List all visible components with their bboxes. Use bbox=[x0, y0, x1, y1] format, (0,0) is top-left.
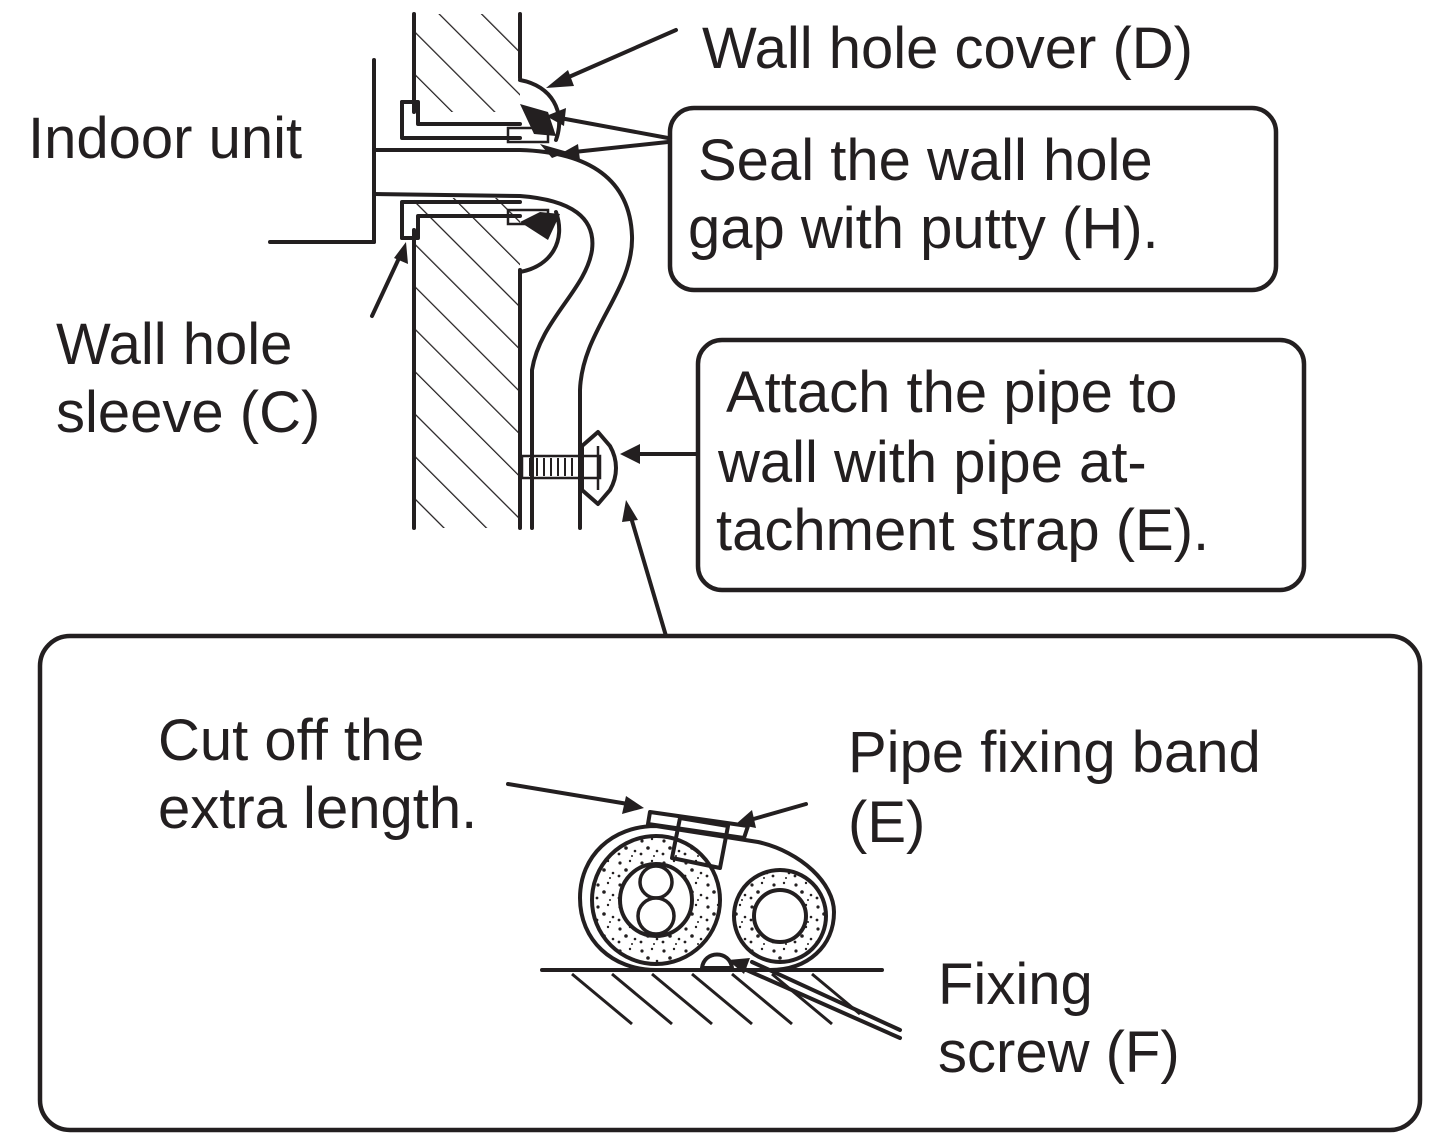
wall-section bbox=[268, 12, 635, 530]
detail-panel bbox=[37, 633, 1423, 1133]
label-cut-line2: extra length. bbox=[158, 776, 477, 841]
label-attach-line3: tachment strap (E). bbox=[716, 498, 1209, 563]
pipe-icon bbox=[372, 148, 635, 530]
label-screw-line2: screw (F) bbox=[938, 1020, 1180, 1085]
band-buckle bbox=[646, 810, 750, 870]
wall-hole-sleeve bbox=[400, 100, 522, 240]
label-seal-line1: Seal the wall hole bbox=[698, 128, 1153, 193]
label-seal-line2: gap with putty (H). bbox=[688, 196, 1159, 261]
detail-drawing bbox=[540, 810, 884, 1026]
pipe-fixing-band bbox=[578, 824, 836, 972]
strap-icon bbox=[520, 430, 618, 506]
fixing-screw-icon bbox=[700, 952, 734, 970]
label-sleeve-line1: Wall hole bbox=[56, 312, 292, 377]
label-wall-hole-cover: Wall hole cover (D) bbox=[702, 16, 1193, 81]
insulated-pipe-icon bbox=[590, 834, 722, 966]
label-attach-line1: Attach the pipe to bbox=[726, 360, 1177, 425]
label-band-line1: Pipe fixing band bbox=[848, 720, 1261, 785]
wall-hatch-icon bbox=[414, 14, 520, 528]
attach-callout-box bbox=[695, 337, 1307, 593]
leader-lines bbox=[370, 28, 700, 638]
label-band-line2: (E) bbox=[848, 790, 925, 855]
detail-leader-lines bbox=[506, 782, 902, 1040]
label-screw-line1: Fixing bbox=[938, 952, 1093, 1017]
label-cut-line1: Cut off the bbox=[158, 708, 425, 773]
seal-callout-box bbox=[667, 105, 1279, 293]
label-sleeve-line2: sleeve (C) bbox=[56, 380, 320, 445]
insulated-pipe-small bbox=[732, 868, 828, 964]
label-indoor-unit: Indoor unit bbox=[28, 106, 302, 171]
text-labels: Wall hole cover (D) Indoor unit Seal the… bbox=[28, 16, 1261, 1085]
label-attach-line2: wall with pipe at- bbox=[717, 430, 1147, 495]
